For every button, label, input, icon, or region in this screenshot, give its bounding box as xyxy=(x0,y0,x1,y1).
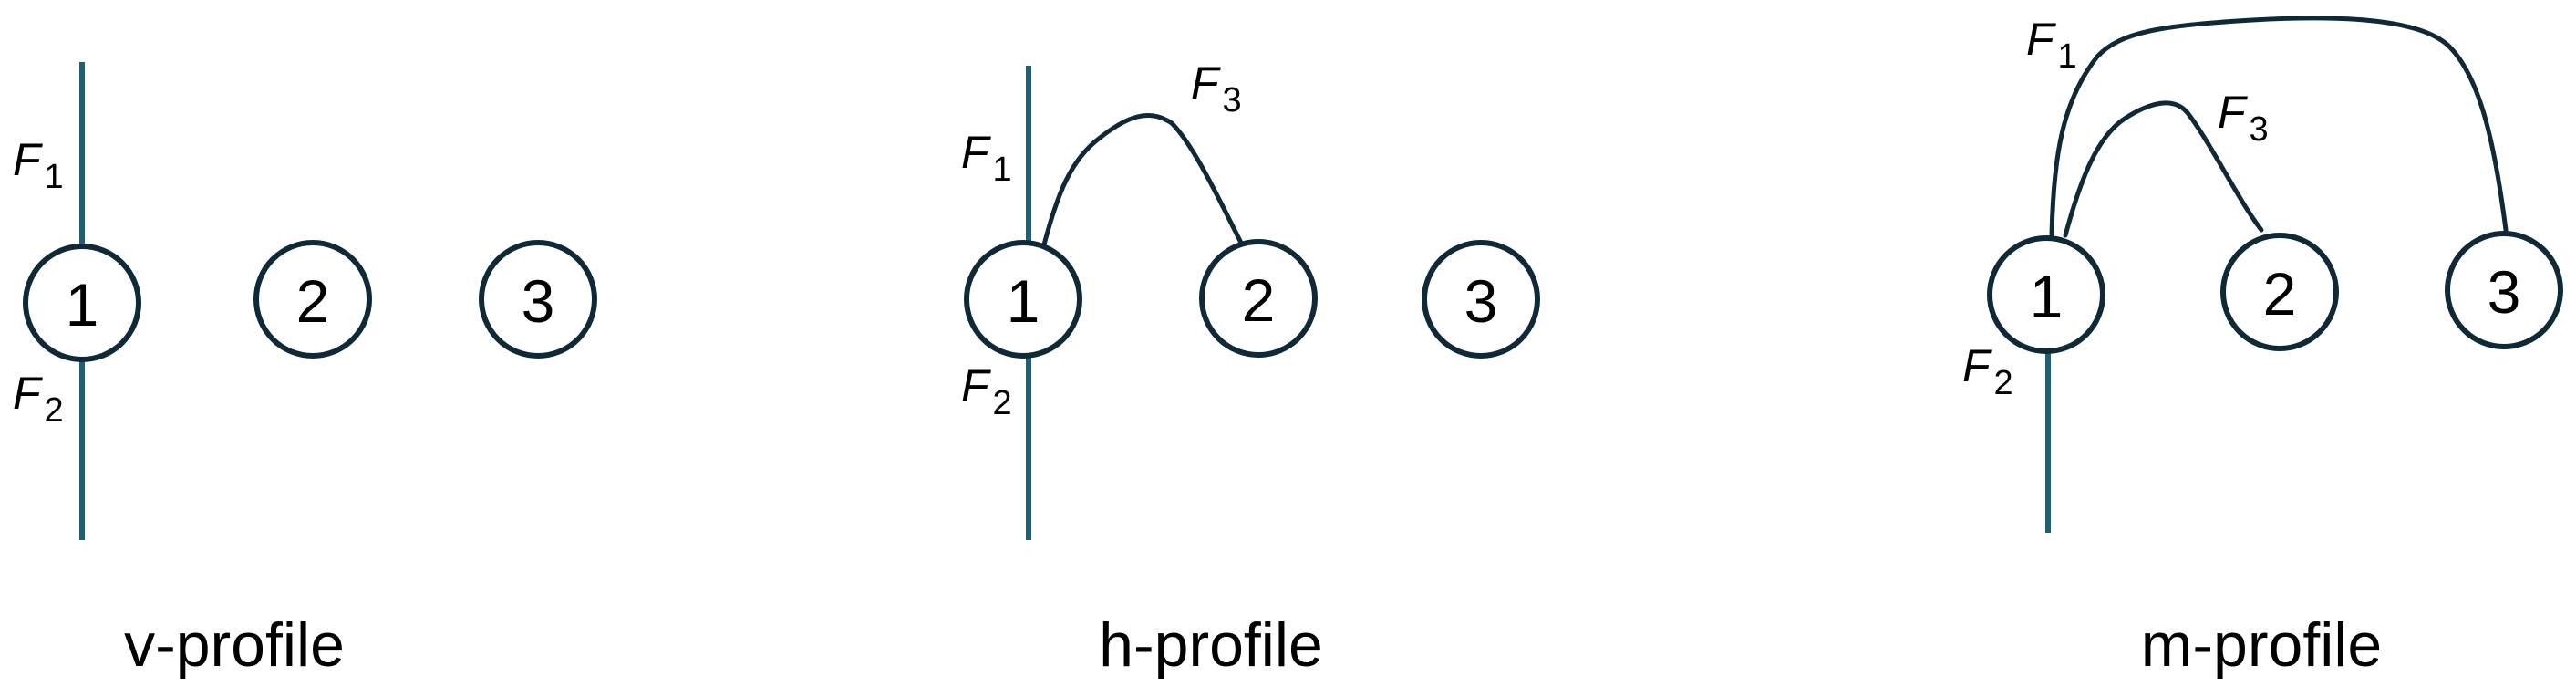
node-1-label: 1 xyxy=(2030,263,2064,330)
node-3: 3 xyxy=(479,240,597,359)
node-2-label: 2 xyxy=(2263,260,2297,328)
fiber-f3-curve xyxy=(1040,113,1245,251)
node-2: 2 xyxy=(1199,239,1318,358)
panel-caption: v-profile xyxy=(124,610,345,680)
panel-caption: m-profile xyxy=(2141,610,2383,680)
node-1: 1 xyxy=(23,244,141,362)
fiber-f3-curve xyxy=(2063,100,2264,238)
node-2: 2 xyxy=(253,240,372,359)
node-2-label: 2 xyxy=(296,267,330,335)
node-2-label: 2 xyxy=(1242,266,1276,334)
panel-caption: h-profile xyxy=(1099,610,1323,680)
node-3: 3 xyxy=(2445,231,2563,349)
node-3: 3 xyxy=(1422,240,1540,359)
node-3-label: 3 xyxy=(2488,258,2521,326)
node-3-label: 3 xyxy=(522,267,555,335)
node-1-label: 1 xyxy=(66,271,99,338)
node-3-label: 3 xyxy=(1464,267,1498,335)
node-1: 1 xyxy=(1987,235,2105,354)
node-1-label: 1 xyxy=(1007,267,1040,335)
fiber-f1-curve xyxy=(2049,16,2509,238)
node-1: 1 xyxy=(964,240,1082,359)
node-2: 2 xyxy=(2220,233,2339,351)
